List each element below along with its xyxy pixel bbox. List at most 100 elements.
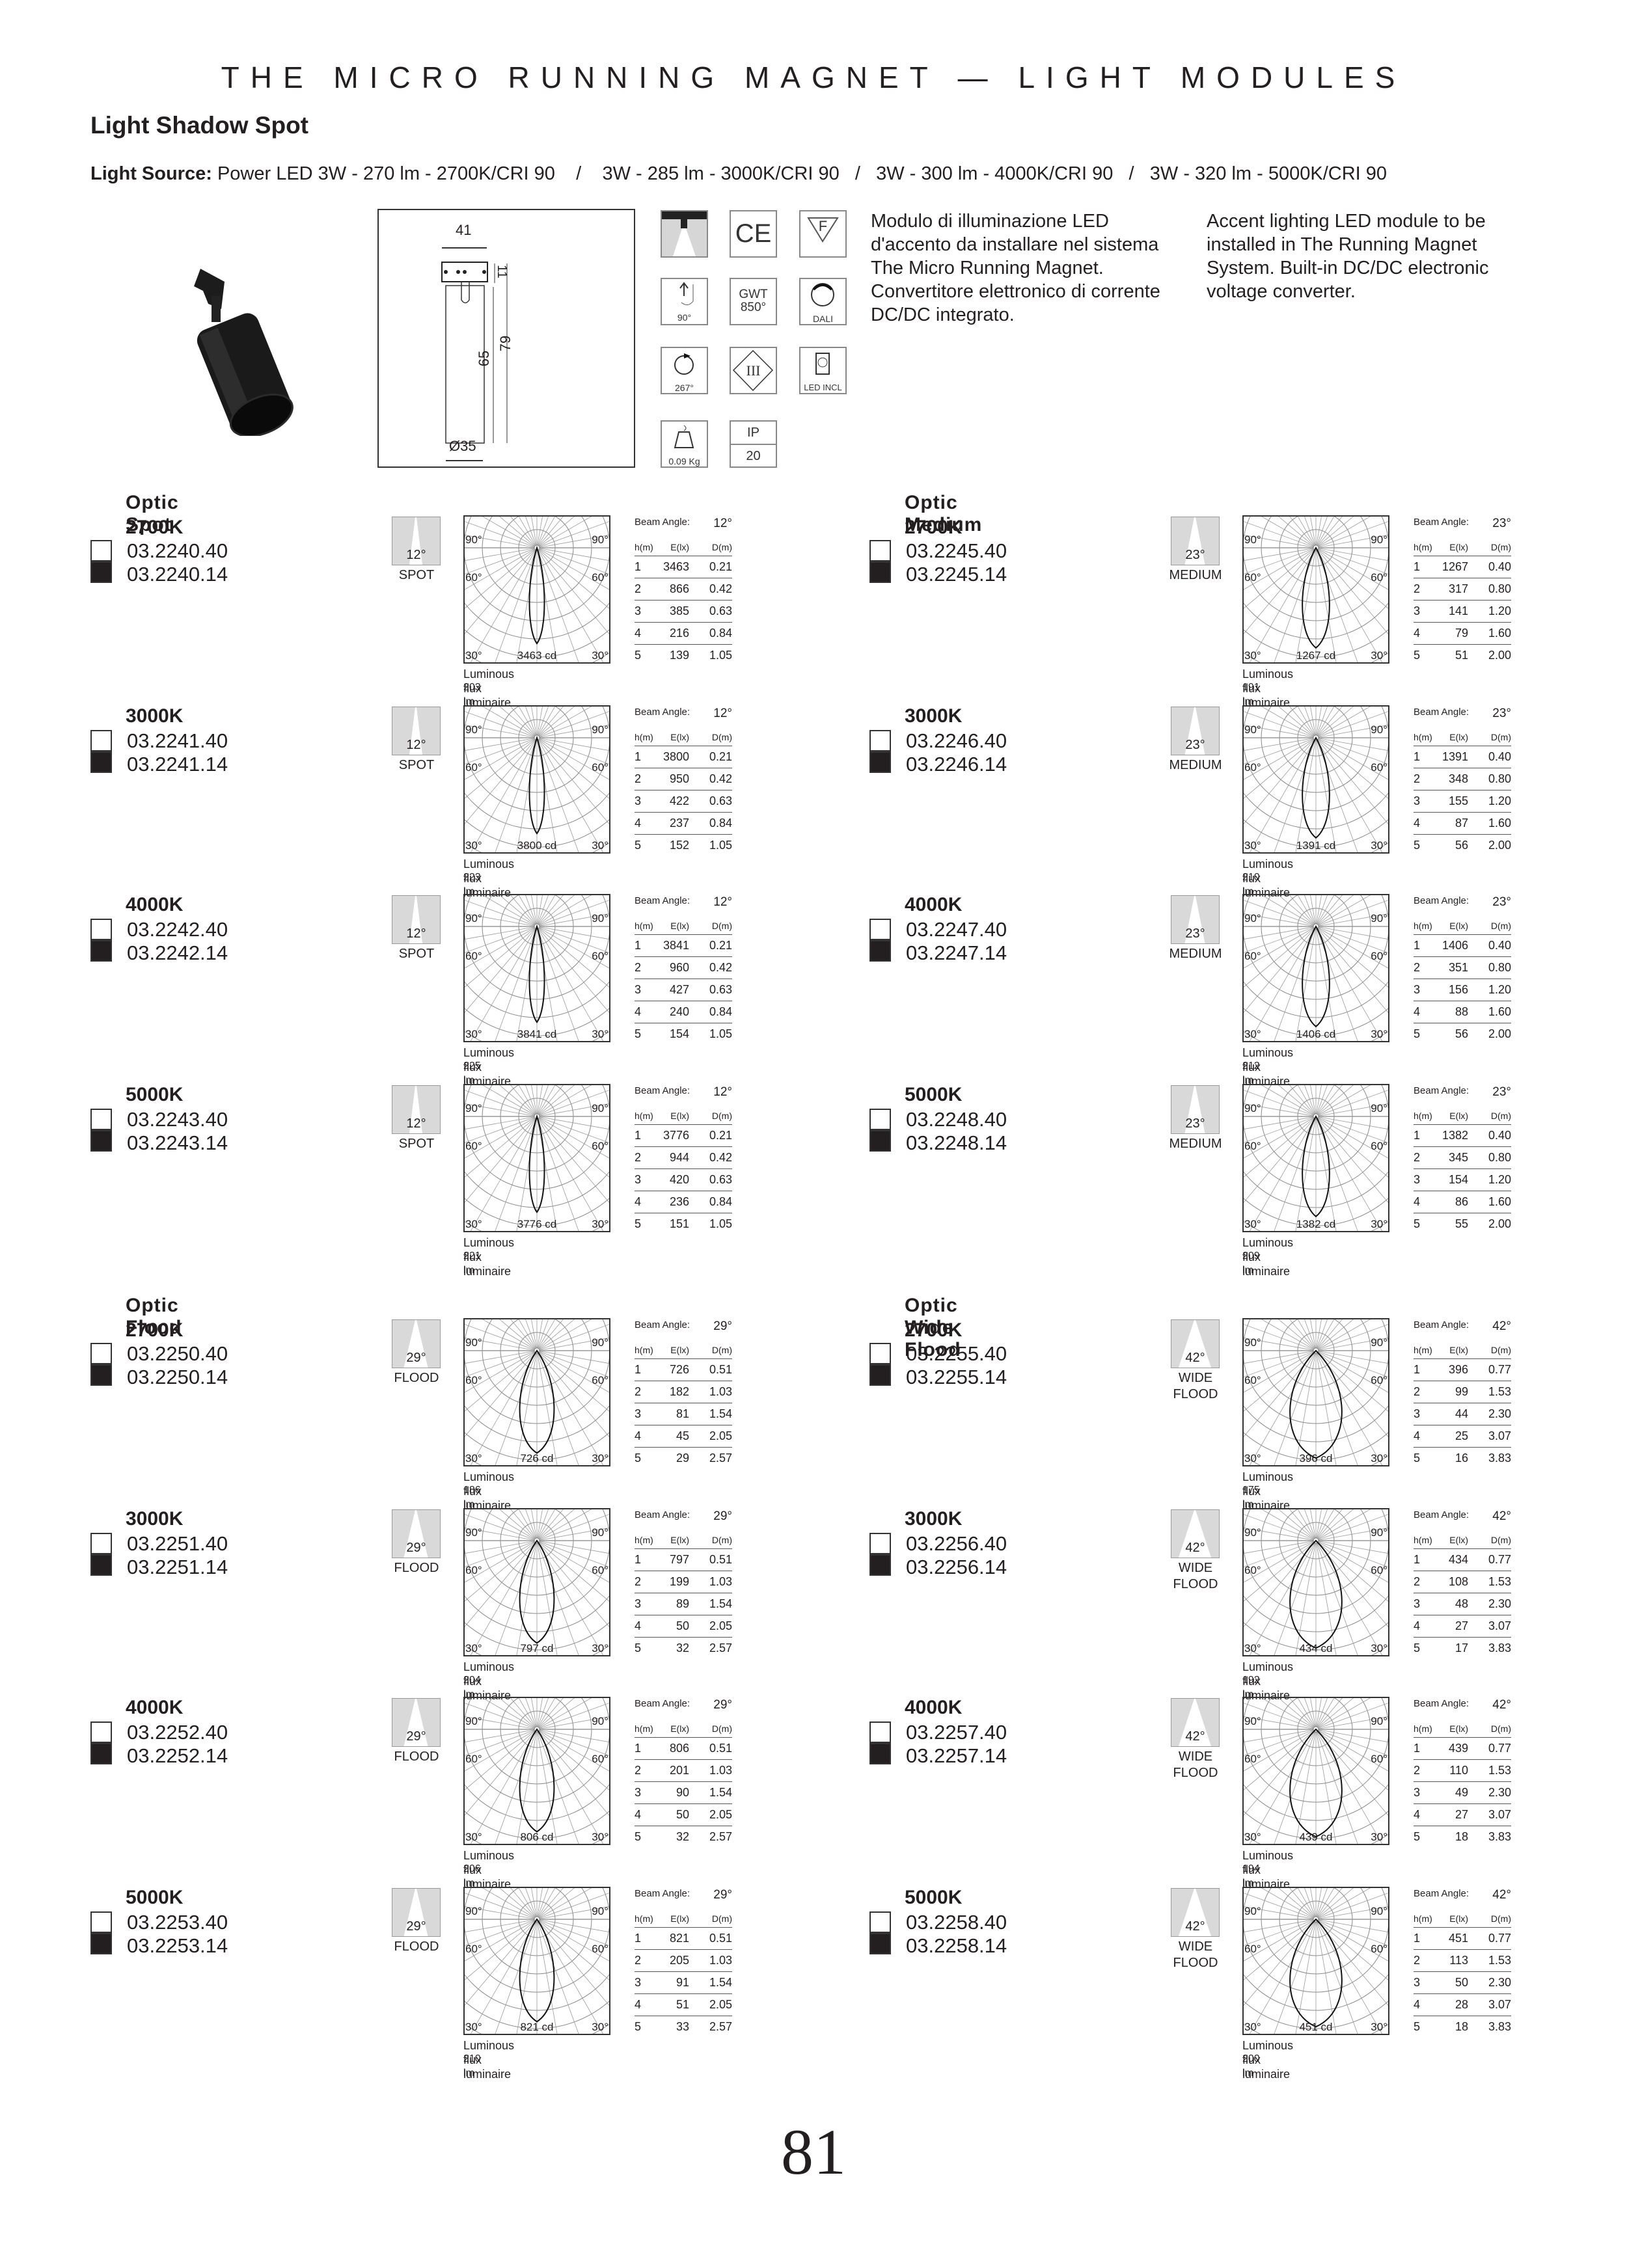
f-mark-label: F [818,218,828,234]
col-header-h: h(m) [635,732,653,742]
height-cell: 3 [1414,983,1421,996]
polar-frame [463,1084,610,1232]
polar-diagram: 90° 90° 60° 60° 30° 30° 1267 cd [1242,515,1389,664]
diameter-cell: 0.51 [709,1742,732,1755]
height-cell: 2 [1414,1954,1421,1967]
col-header-d: D(m) [1490,1913,1511,1924]
optic-type-label: SPOT [398,947,435,961]
color-temperature: 3000K [905,1508,963,1530]
polar-label-30-left: 30° [465,1218,482,1230]
beam-angle-label: Beam Angle: [635,1698,690,1709]
col-header-d: D(m) [1490,921,1511,931]
flux-caption: Luminous flux luminaire [463,1046,515,1088]
diameter-cell: 0.51 [709,1363,732,1376]
height-cell: 3 [1414,1976,1421,1989]
white-finish-swatch [90,919,112,940]
height-cell: 3 [1414,1407,1421,1420]
illuminance-cell: 451 [1448,1932,1468,1945]
diameter-cell: 1.05 [709,839,732,852]
height-cell: 1 [635,750,642,763]
height-cell: 1 [635,939,642,952]
flux-value: 212 lm [1242,1060,1260,1086]
col-header-d: D(m) [1490,732,1511,742]
polar-label-30-left: 30° [1244,1831,1261,1843]
col-header-h: h(m) [635,1723,653,1734]
led-included-label: LED INCL [804,383,842,392]
polar-label-30-right: 30° [592,649,608,662]
optic-angle: 12° [406,548,426,562]
black-finish-swatch [869,1554,891,1576]
black-finish-swatch [869,940,891,962]
white-finish-swatch [869,1721,891,1743]
polar-grid [463,1318,610,1466]
height-cell: 2 [635,1151,642,1164]
polar-label-30-right: 30° [592,1218,608,1230]
illuminance-cell: 17 [1455,1641,1468,1654]
col-header-e: E(lx) [1449,921,1468,931]
col-header-h: h(m) [635,921,653,931]
diameter-cell: 0.84 [709,1005,732,1018]
product-code-black: 03.2240.14 [127,563,228,586]
polar-label-90-right: 90° [592,533,608,546]
color-temperature: 5000K [126,1887,184,1908]
height-cell: 2 [1414,772,1421,785]
illuminance-cell: 88 [1455,1005,1468,1018]
polar-curve-chart [463,515,610,664]
height-cell: 3 [1414,1786,1421,1799]
polar-label-90-left: 90° [465,533,482,546]
polar-label-60-right: 60° [592,1140,608,1152]
white-finish-swatch [869,730,891,751]
optic-icon: 12° [392,895,441,944]
polar-label-30-right: 30° [1371,1831,1388,1843]
polar-label-90-right: 90° [592,1715,608,1727]
gwt-label: GWT [739,288,768,301]
polar-label-30-right: 30° [592,839,608,852]
white-finish-swatch [90,1109,112,1130]
illuminance-cell: 79 [1455,627,1468,640]
optic-angle: 23° [1185,548,1205,562]
col-header-h: h(m) [1414,1723,1432,1734]
beam-angle-label: Beam Angle: [635,1319,690,1330]
polar-grid [463,894,610,1042]
polar-curve-chart [463,1697,610,1845]
color-temperature: 4000K [905,1697,963,1718]
optic-type-label: SPOT [398,758,435,772]
illuminance-cell: 1382 [1442,1129,1468,1142]
polar-diagram: 90° 90° 60° 60° 30° 30° 3776 cd [463,1084,610,1232]
diameter-cell: 2.30 [1488,1407,1511,1420]
polar-label-60-left: 60° [465,761,482,774]
diameter-cell: 1.53 [1488,1954,1511,1967]
col-header-d: D(m) [711,1111,732,1121]
illuminance-cell: 108 [1448,1575,1468,1588]
optic-type-label: WIDE FLOOD [1173,1749,1218,1780]
illuminance-cell: 439 [1448,1742,1468,1755]
height-cell: 4 [635,627,642,640]
flux-caption: Luminous flux luminaire [1242,857,1294,899]
beam-angle-value: 29° [713,1319,732,1333]
col-header-e: E(lx) [1449,732,1468,742]
peak-intensity: 3841 cd [517,1028,557,1040]
page-title: THE MICRO RUNNING MAGNET — LIGHT MODULES [221,61,1406,94]
diameter-cell: 1.53 [1488,1575,1511,1588]
polar-label-90-right: 90° [592,912,608,925]
optic-icon: 12° [392,1085,441,1134]
height-cell: 5 [1414,1027,1421,1040]
beam-angle-label: Beam Angle: [1414,1509,1470,1520]
white-finish-swatch [869,919,891,940]
polar-label-30-left: 30° [1244,1028,1261,1040]
flux-value: 194 lm [1242,1863,1260,1889]
polar-label-60-left: 60° [1244,1943,1261,1955]
polar-label-60-right: 60° [1371,1564,1388,1576]
col-header-e: E(lx) [670,732,689,742]
